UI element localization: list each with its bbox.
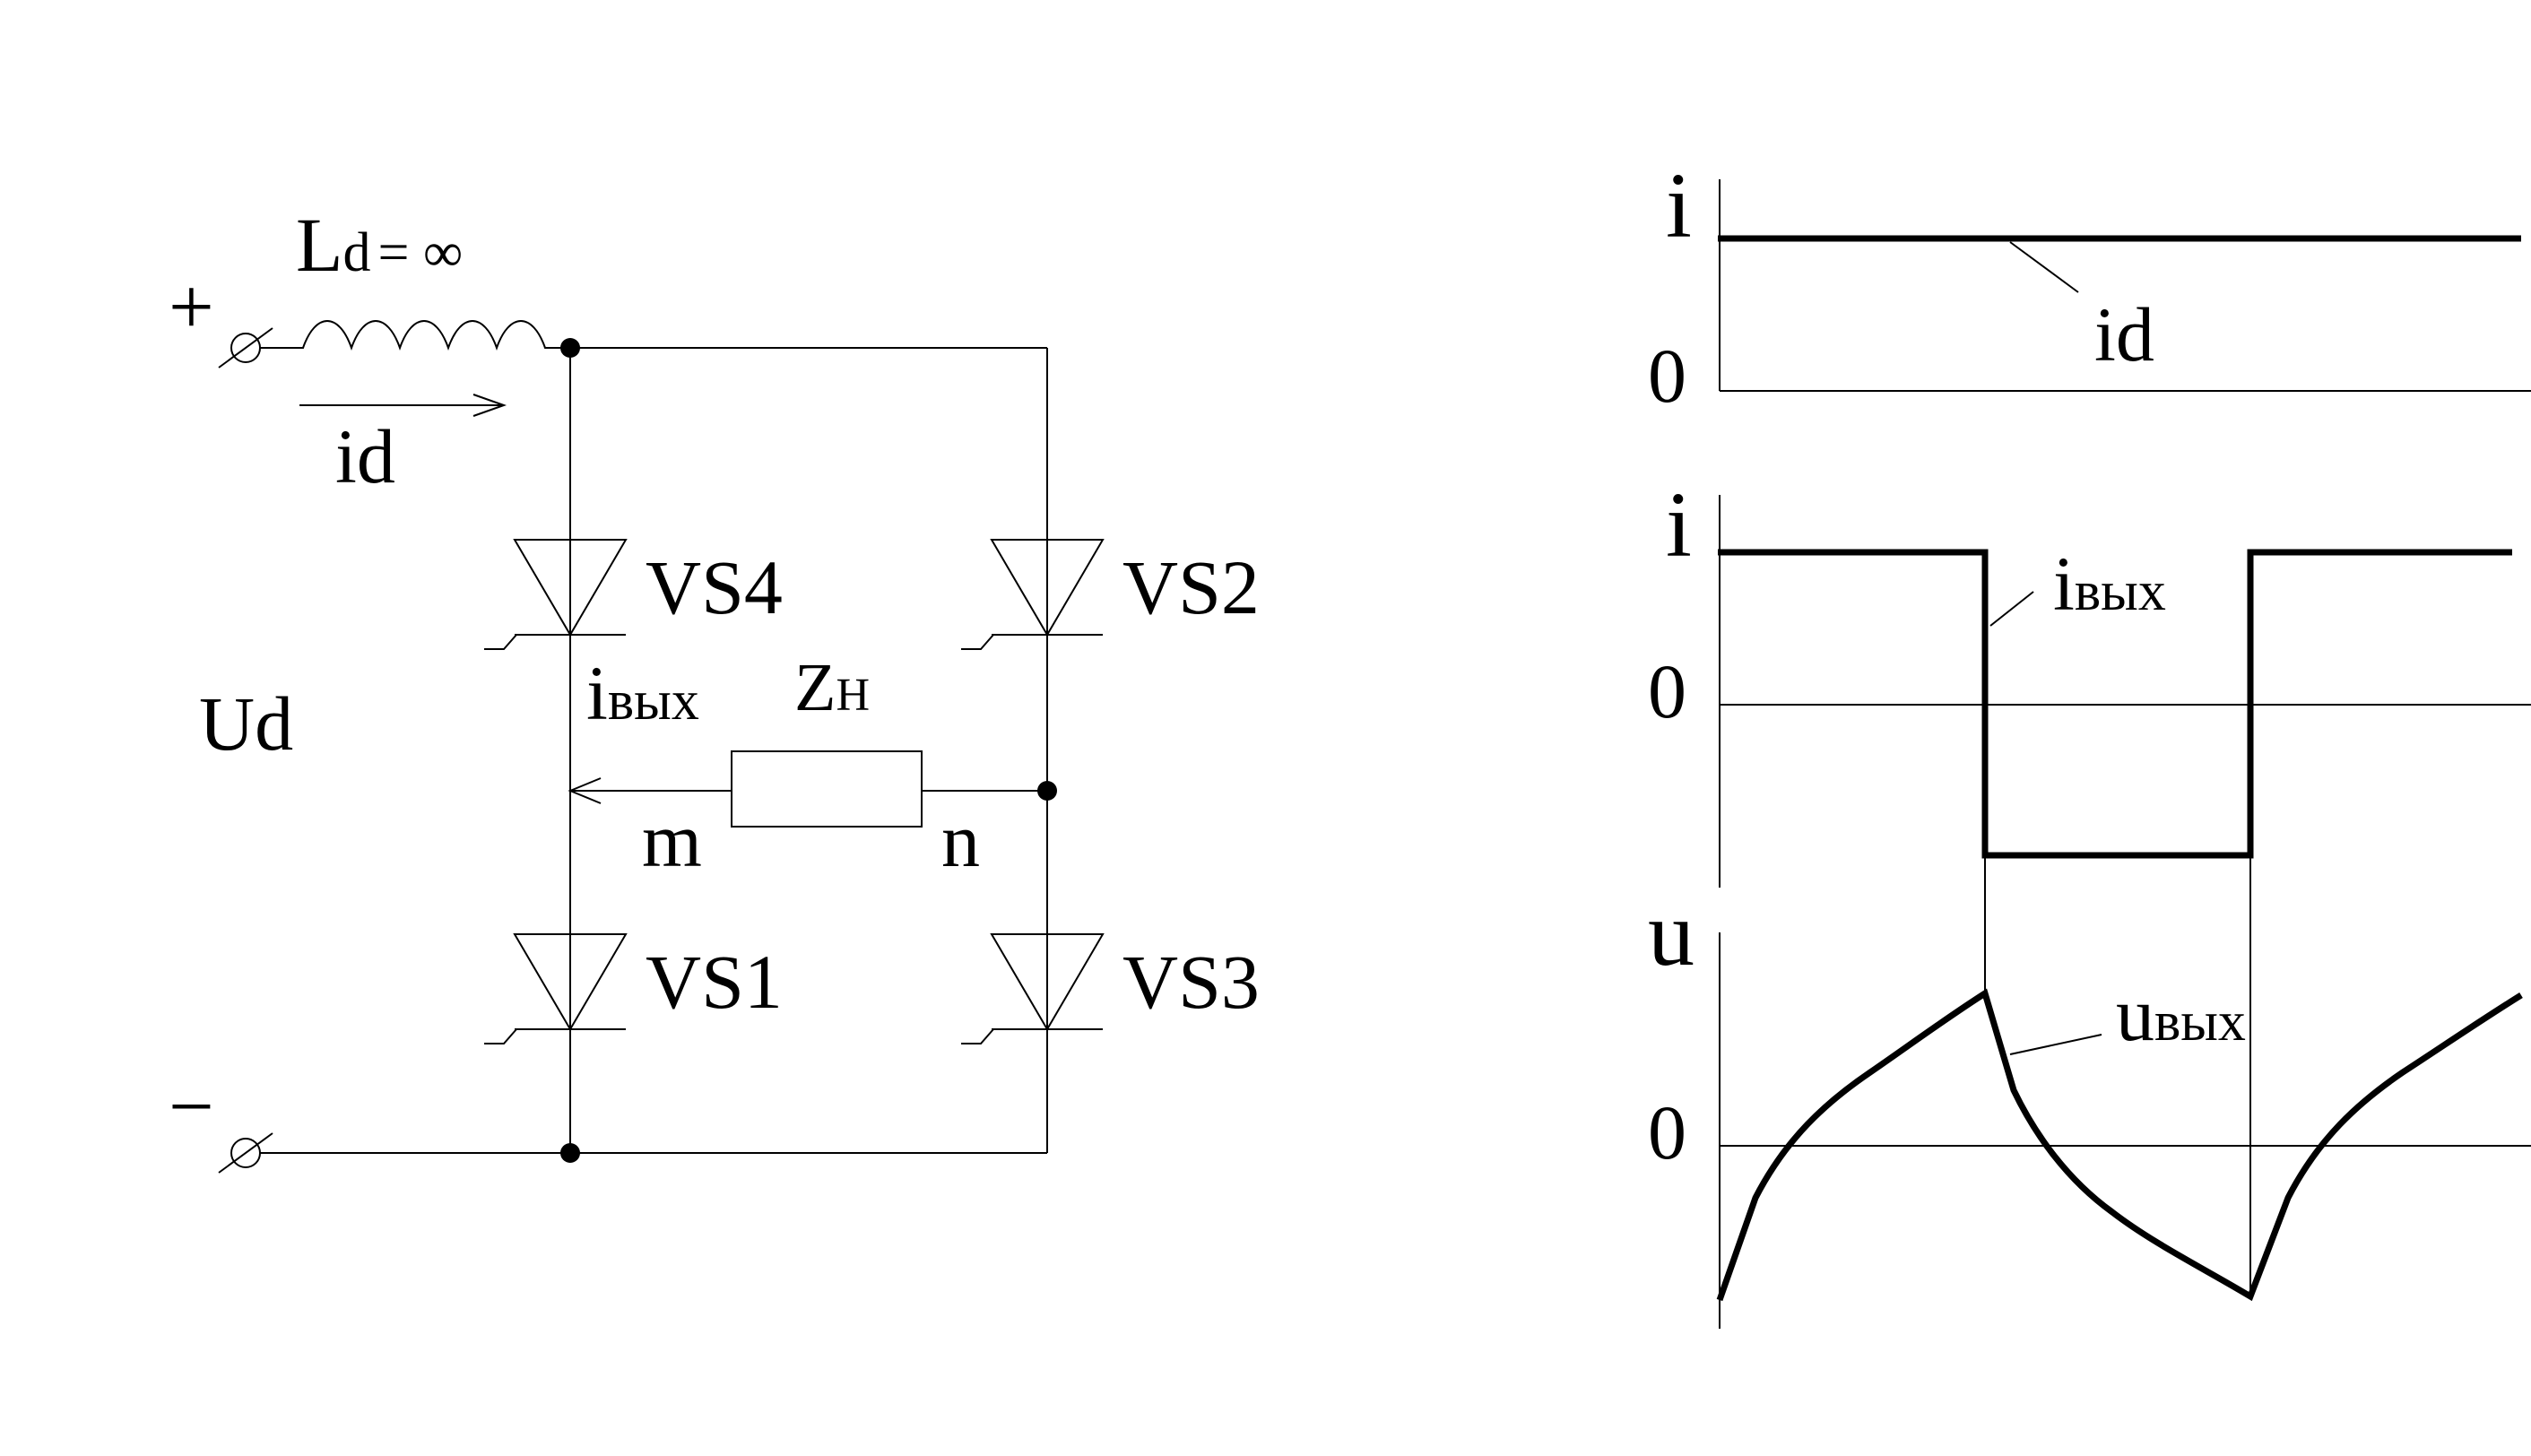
node-m-label: m (642, 797, 702, 883)
circuit-wires (260, 347, 1048, 1154)
plus-sign-label: + (169, 263, 214, 351)
curve-label: iвых (2053, 541, 2166, 627)
plus-terminal: + (169, 263, 273, 368)
i-out-waveform (1718, 549, 2512, 859)
y-axis-label: i (1666, 154, 1692, 257)
leader-line (2009, 1034, 2102, 1055)
zero-label: 0 (1648, 1089, 1686, 1175)
output-current-label: iвых (586, 650, 699, 736)
leader-line (1989, 591, 2034, 627)
waveform-plots: i 0 id i 0 iвых u 0 (1648, 154, 2531, 1329)
supply-current-arrow (299, 394, 507, 417)
panel-output-voltage: u 0 uвых (1648, 855, 2531, 1329)
u-out-waveform (1716, 988, 2523, 1302)
svg-text:VS1: VS1 (646, 939, 783, 1025)
load-impedance (731, 750, 923, 828)
inductor-coil (260, 320, 570, 351)
zero-label: 0 (1648, 648, 1686, 734)
thyristor-vs2: VS2 (961, 539, 1260, 650)
supply-voltage-label: Ud (199, 680, 293, 767)
y-axis-label: i (1666, 473, 1692, 576)
thyristor-vs1: VS1 (484, 933, 783, 1044)
junction-dot (1037, 781, 1057, 801)
svg-text:VS4: VS4 (646, 544, 783, 630)
minus-terminal: − (169, 1062, 273, 1174)
circuit-schematic: + − Ld= ∞ id Ud (169, 202, 1260, 1174)
junction-dot (560, 338, 580, 358)
curve-label: id (2094, 291, 2154, 377)
zero-label: 0 (1648, 333, 1686, 419)
panel-output-current: i 0 iвых (1648, 473, 2531, 888)
load-label: ZН (794, 650, 870, 725)
panel-supply-current: i 0 id (1648, 154, 2531, 419)
thyristor-vs4: VS4 (484, 539, 783, 650)
svg-text:VS3: VS3 (1122, 939, 1260, 1025)
curve-label: uвых (2116, 971, 2246, 1057)
inductor-label: Ld= ∞ (296, 202, 463, 288)
node-n-label: n (941, 797, 980, 883)
thyristor-vs3: VS3 (961, 933, 1260, 1044)
svg-text:VS2: VS2 (1122, 544, 1260, 630)
minus-sign-label: − (169, 1062, 214, 1151)
junction-dot (560, 1143, 580, 1163)
y-axis-label: u (1648, 882, 1695, 985)
supply-current-label: id (335, 413, 395, 499)
leader-line (2009, 241, 2079, 293)
